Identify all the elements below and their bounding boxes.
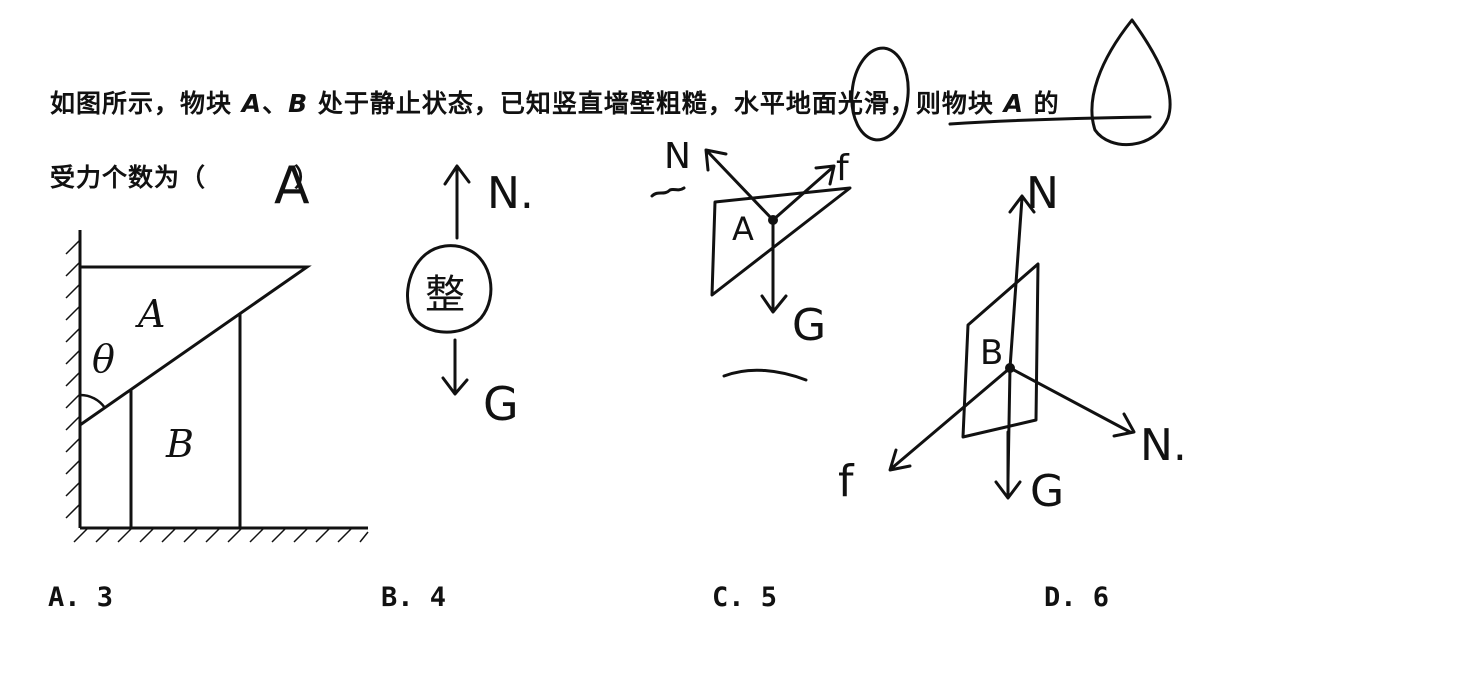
fbd-b-normal-right-arrow <box>1008 366 1136 438</box>
option-b[interactable]: B. 4 <box>381 582 447 613</box>
whole-up-force-label: N. <box>487 168 534 219</box>
option-c[interactable]: C. 5 <box>712 582 778 613</box>
question-line-2: 受力个数为（ ） <box>50 158 320 194</box>
question-text-d: 受力个数为（ <box>50 163 207 192</box>
label-b: B <box>165 422 194 466</box>
whole-down-force-label: G <box>483 377 519 431</box>
block-a-shape <box>79 265 312 427</box>
underline-smooth-floor <box>948 115 1152 126</box>
fbd-b-normal-up-arrow <box>1006 194 1036 482</box>
fbd-b-normal-up-label: N <box>1026 168 1059 219</box>
whole-circle-char: 整 <box>425 272 465 318</box>
fbd-a-gravity-arrow <box>760 218 788 314</box>
fbd-a-normal-label: N <box>664 136 691 177</box>
scribble-mark-1 <box>650 186 686 198</box>
fbd-a-normal-arrow <box>704 148 775 222</box>
question-text-c: 的 <box>1023 89 1060 118</box>
question-text-e: ） <box>294 163 321 192</box>
floor-hatching <box>73 527 369 543</box>
block-a-ref: A <box>241 89 263 118</box>
question-sep: 、 <box>262 89 289 118</box>
circle-mark-rough <box>850 46 910 142</box>
option-a[interactable]: A. 3 <box>48 582 114 613</box>
question-text-b: 处于静止状态，已知竖直墙壁粗糙，水平地面光滑，则物块 <box>308 89 1004 118</box>
label-theta: θ <box>92 337 115 381</box>
fbd-b-label: B <box>980 333 1003 373</box>
handwritten-answer: A <box>274 156 310 216</box>
fbd-b-gravity-label: G <box>1030 466 1064 517</box>
label-a: A <box>135 292 165 336</box>
block-b-ref: B <box>288 89 309 118</box>
whole-circle <box>406 244 493 334</box>
fbd-b-gravity-arrow <box>994 430 1022 500</box>
fbd-block-a: A N f G <box>650 136 852 382</box>
fbd-a-triangle <box>710 186 852 297</box>
question-line-1: 如图所示，物块 A、B 处于静止状态，已知竖直墙壁粗糙，水平地面光滑，则物块 A… <box>50 84 1060 120</box>
fbd-b-friction-arrow <box>888 366 1012 472</box>
fbd-a-label: A <box>732 210 754 248</box>
physics-figure: A B θ <box>65 230 369 543</box>
wall-hatching <box>65 239 81 519</box>
fbd-a-friction-label: f <box>836 148 850 189</box>
fbd-b-normal-right-label: N. <box>1140 420 1187 471</box>
block-a-ref-2: A <box>1003 89 1024 118</box>
whole-down-arrow <box>441 338 469 396</box>
fbd-block-b: B N f N. G <box>838 168 1187 517</box>
circle-mark-smooth <box>1090 18 1172 147</box>
fbd-whole-system: N. 整 G <box>406 164 534 431</box>
whole-up-arrow <box>443 164 471 240</box>
option-d[interactable]: D. 6 <box>1044 582 1110 613</box>
fbd-a-gravity-label: G <box>792 300 826 351</box>
question-text-a: 如图所示，物块 <box>50 89 242 118</box>
scribble-mark-2 <box>722 368 808 382</box>
theta-arc <box>79 393 107 409</box>
fbd-a-friction-arrow <box>771 164 836 222</box>
fbd-b-friction-label: f <box>838 456 855 507</box>
